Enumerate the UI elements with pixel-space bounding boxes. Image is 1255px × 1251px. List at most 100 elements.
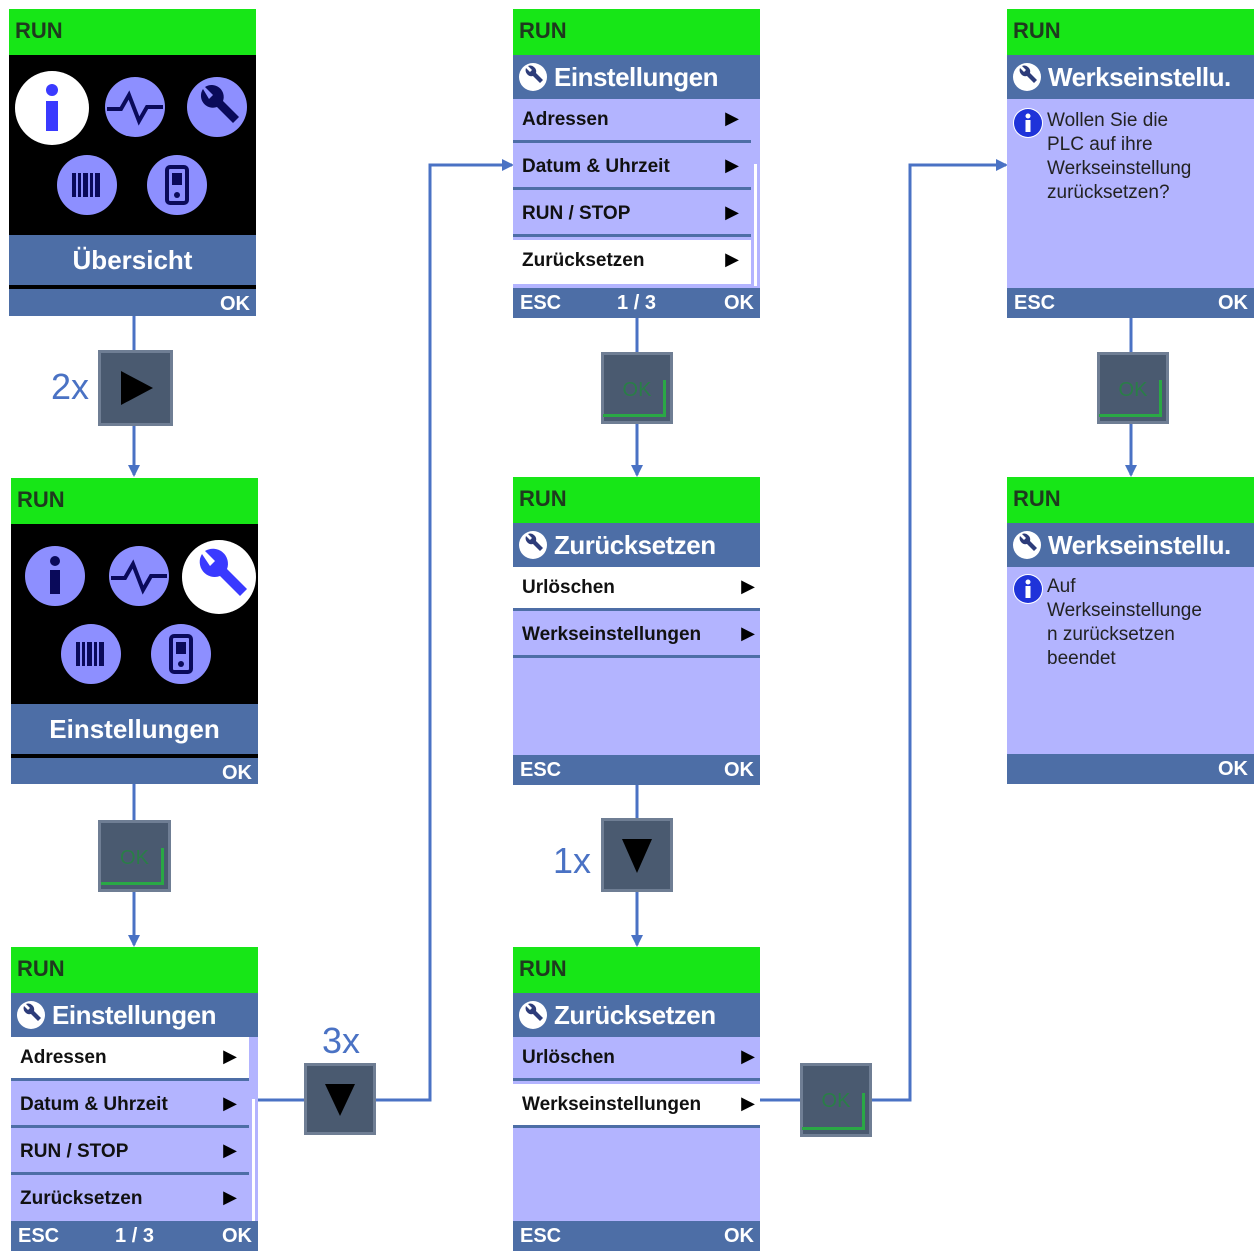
- menu-item-datum-uhrzeit[interactable]: Datum & Uhrzeit▶: [513, 146, 751, 190]
- title-bar: Werkseinstellu.: [1007, 523, 1254, 567]
- menu-item-datum-uhrzeit[interactable]: Datum & Uhrzeit ▶: [11, 1084, 249, 1128]
- scrollbar[interactable]: [754, 164, 757, 286]
- screen-caption: Einstellungen: [11, 704, 258, 754]
- menu-item-label: Werkseinstellungen: [522, 1094, 702, 1115]
- ok-key-label: OK: [120, 847, 149, 869]
- wrench-icon[interactable]: [182, 540, 256, 614]
- pulse-icon[interactable]: [105, 77, 165, 137]
- menu-item-werkseinstellungen[interactable]: Werkseinstellungen ▶: [513, 1084, 760, 1128]
- ok-softkey[interactable]: OK: [222, 762, 252, 784]
- menu-item-run-stop[interactable]: RUN / STOP▶: [513, 193, 751, 237]
- esc-softkey[interactable]: ESC: [520, 1225, 562, 1247]
- chevron-right-icon: ▶: [741, 1046, 755, 1066]
- softkey-bar: ESC OK: [513, 1221, 760, 1251]
- ok-softkey[interactable]: OK: [724, 759, 754, 781]
- menu-item-adressen[interactable]: Adressen▶: [513, 99, 751, 143]
- screen-title: Zurücksetzen: [554, 1000, 716, 1030]
- menu-item-werkseinstellungen[interactable]: Werkseinstellungen▶: [513, 614, 760, 658]
- ok-key-accent: [603, 380, 666, 417]
- barcode-icon[interactable]: [61, 624, 121, 684]
- menu-item-urloeschen[interactable]: Urlöschen ▶: [513, 567, 760, 611]
- screen-title: Einstellungen: [52, 1000, 216, 1030]
- menu-item-label: RUN / STOP: [20, 1141, 129, 1162]
- chevron-right-icon: ▶: [741, 623, 755, 643]
- chevron-right-icon: ▶: [741, 576, 755, 596]
- esc-softkey[interactable]: ESC: [18, 1225, 60, 1247]
- message-line: Auf: [1047, 576, 1076, 597]
- message-text: Wollen Sie die PLC auf ihre Werkseinstel…: [1047, 109, 1247, 205]
- run-label: RUN: [1013, 18, 1061, 43]
- press-count: 2x: [51, 366, 90, 407]
- chevron-right-icon: ▶: [725, 155, 739, 175]
- chevron-right-icon: ▶: [725, 249, 739, 269]
- wrench-icon: [519, 1001, 547, 1029]
- message-line: PLC auf ihre: [1047, 134, 1153, 155]
- status-bar: RUN: [513, 947, 760, 993]
- ok-softkey[interactable]: OK: [222, 1225, 252, 1247]
- down-arrow-icon: [325, 1084, 355, 1116]
- softkey-bar: ESC OK: [1007, 288, 1254, 318]
- device-icon[interactable]: [151, 624, 211, 684]
- message-line: zurücksetzen?: [1047, 182, 1170, 203]
- wrench-icon: [1013, 63, 1041, 91]
- screen-settings-icons: RUN Einstellungen OK: [11, 478, 258, 784]
- menu-item-label: Urlöschen: [522, 1047, 615, 1068]
- info-icon[interactable]: [15, 71, 89, 145]
- run-label: RUN: [17, 487, 65, 512]
- message-line: Werkseinstellung: [1047, 158, 1192, 179]
- status-bar: RUN: [513, 9, 760, 55]
- divider: [11, 754, 258, 758]
- down-arrow-icon: [622, 839, 652, 873]
- wrench-icon: [17, 1001, 45, 1029]
- ok-softkey[interactable]: OK: [220, 293, 250, 315]
- ok-softkey[interactable]: OK: [724, 292, 754, 314]
- chevron-right-icon: ▶: [223, 1093, 237, 1113]
- message-line: beendet: [1047, 648, 1116, 669]
- menu-item-label: Urlöschen: [522, 577, 615, 598]
- esc-softkey[interactable]: ESC: [520, 759, 562, 781]
- ok-key-label: OK: [622, 379, 652, 401]
- softkey-bar: OK: [1007, 754, 1254, 784]
- info-icon[interactable]: [25, 546, 85, 606]
- menu-item-zuruecksetzen[interactable]: Zurücksetzen▶: [513, 240, 751, 284]
- ok-key-button[interactable]: OK: [1097, 352, 1169, 424]
- message-line: Wollen Sie die: [1047, 110, 1169, 131]
- run-label: RUN: [519, 18, 567, 43]
- status-bar: RUN: [1007, 477, 1254, 523]
- ok-key-button[interactable]: OK: [800, 1063, 872, 1137]
- device-icon[interactable]: [147, 155, 207, 215]
- esc-softkey[interactable]: ESC: [1014, 292, 1056, 314]
- pulse-icon[interactable]: [109, 546, 169, 606]
- menu-item-urloeschen[interactable]: Urlöschen ▶: [513, 1037, 760, 1081]
- ok-key-button[interactable]: OK: [601, 352, 673, 424]
- menu-item-run-stop[interactable]: RUN / STOP▶: [11, 1131, 249, 1175]
- softkey-bar: ESC 1 / 3 OK: [513, 288, 760, 318]
- ok-key-label: OK: [1118, 379, 1148, 401]
- menu-item-adressen[interactable]: Adressen▶: [11, 1037, 249, 1081]
- barcode-icon[interactable]: [57, 155, 117, 215]
- scrollbar[interactable]: [252, 1099, 255, 1221]
- menu-item-label: Datum & Uhrzeit: [20, 1094, 168, 1115]
- ok-softkey[interactable]: OK: [1218, 758, 1248, 780]
- menu-item-label: RUN / STOP: [522, 203, 631, 224]
- title-bar: Einstellungen: [513, 55, 760, 99]
- ok-key-accent: [1099, 380, 1162, 417]
- esc-softkey[interactable]: ESC: [520, 292, 562, 314]
- right-key-button[interactable]: [98, 350, 173, 426]
- wrench-icon[interactable]: [187, 77, 247, 137]
- chevron-right-icon: ▶: [741, 1093, 755, 1113]
- press-count: 1x: [553, 840, 592, 881]
- status-bar: RUN: [513, 477, 760, 523]
- run-label: RUN: [15, 18, 63, 43]
- ok-key-button[interactable]: OK: [98, 820, 171, 892]
- down-key-button[interactable]: [304, 1063, 376, 1135]
- ok-softkey[interactable]: OK: [1218, 292, 1248, 314]
- down-key-button[interactable]: [601, 818, 673, 892]
- page-indicator: 1 / 3: [115, 1225, 154, 1247]
- ok-softkey[interactable]: OK: [724, 1225, 754, 1247]
- menu-item-zuruecksetzen[interactable]: Zurücksetzen▶: [11, 1178, 249, 1222]
- title-bar: Werkseinstellu.: [1007, 55, 1254, 99]
- chevron-right-icon: ▶: [223, 1187, 237, 1207]
- run-label: RUN: [519, 956, 567, 981]
